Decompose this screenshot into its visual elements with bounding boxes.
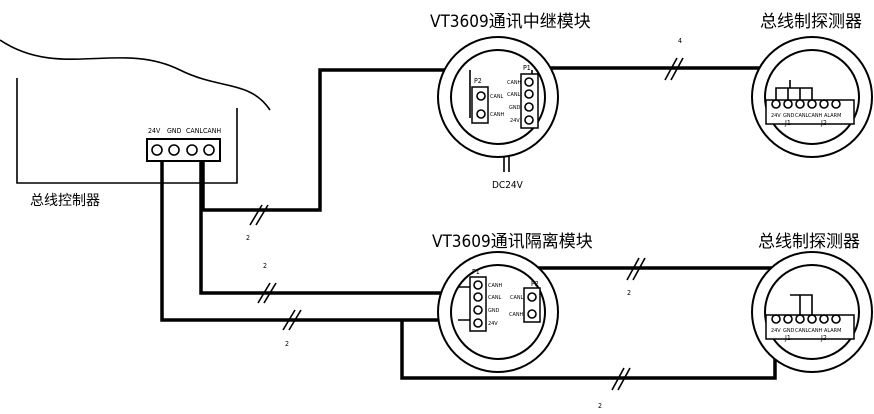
terminal-label-gnd: GND [167,127,182,135]
controller-terminal-block [146,138,221,162]
pin-label: 24V [510,118,520,124]
p2-label: P2 [474,77,482,85]
detector-top: 总线制探测器 24V GND CANL CANH ALARM J1 J2 [751,12,873,158]
j1-label: J1 [784,119,791,127]
j1-label: J1 [784,334,791,342]
terminal-label-24v: 24V [148,127,161,135]
power-label: DC24V [492,180,524,191]
j2-label: J2 [820,119,827,127]
wire-count: 4 [678,37,682,45]
pin-label: CANL [490,94,504,100]
wire-count: 2 [246,234,250,242]
pin-label: CANL [795,113,809,119]
wire-count: 2 [598,402,602,410]
pin-label: CANH [490,112,505,118]
p1-label: P1 [523,64,531,72]
isolator-module: VT3609通讯隔离模块 P1 CANH CANL GND 24V P2 CAN… [432,232,593,373]
detector-bottom: 总线制探测器 24V GND CANL CANH ALARM J1 J2 [751,232,873,373]
pin-label: ALARM [824,328,841,334]
wire-count: 2 [627,289,631,297]
terminal-label-canl: CANL [186,127,203,135]
bus-controller: 24V GND CANL CANH 总线控制器 [0,39,271,209]
pin-label: CANH [507,80,522,86]
p2-label: P2 [531,280,539,288]
repeater-title: VT3609通讯中继模块 [430,12,591,32]
pin-label: CANL [510,295,524,301]
pin-label: CANH [488,283,503,289]
pin-label: 24V [488,321,498,327]
pin-label: CANL [488,295,502,301]
terminal-label-canh: CANH [203,127,221,135]
wire-count-marks: 2 4 2 2 2 2 [246,37,684,410]
pin-label: GND [783,328,795,334]
pin-label: GND [783,113,795,119]
pin-label: CANL [507,92,521,98]
j2-label: J2 [820,334,827,342]
pin-label: ALARM [824,113,841,119]
pin-label: GND [509,105,521,111]
pin-label: GND [488,308,500,314]
pin-label: CANH [808,328,823,334]
controller-label: 总线控制器 [30,193,100,209]
p1-label: P1 [472,268,480,276]
pin-label: CANH [509,312,524,318]
pin-label: 24V [771,113,781,119]
detector-title: 总线制探测器 [760,12,862,32]
pin-label: CANL [795,328,809,334]
wire-count: 2 [263,262,267,270]
pin-label: CANH [808,113,823,119]
pin-label: 24V [771,328,781,334]
wire-count: 2 [285,340,289,348]
detector-title: 总线制探测器 [758,232,860,252]
repeater-module: VT3609通讯中继模块 P2 CANL CANH P1 CANH CANL G… [430,12,591,191]
isolator-title: VT3609通讯隔离模块 [432,232,593,252]
